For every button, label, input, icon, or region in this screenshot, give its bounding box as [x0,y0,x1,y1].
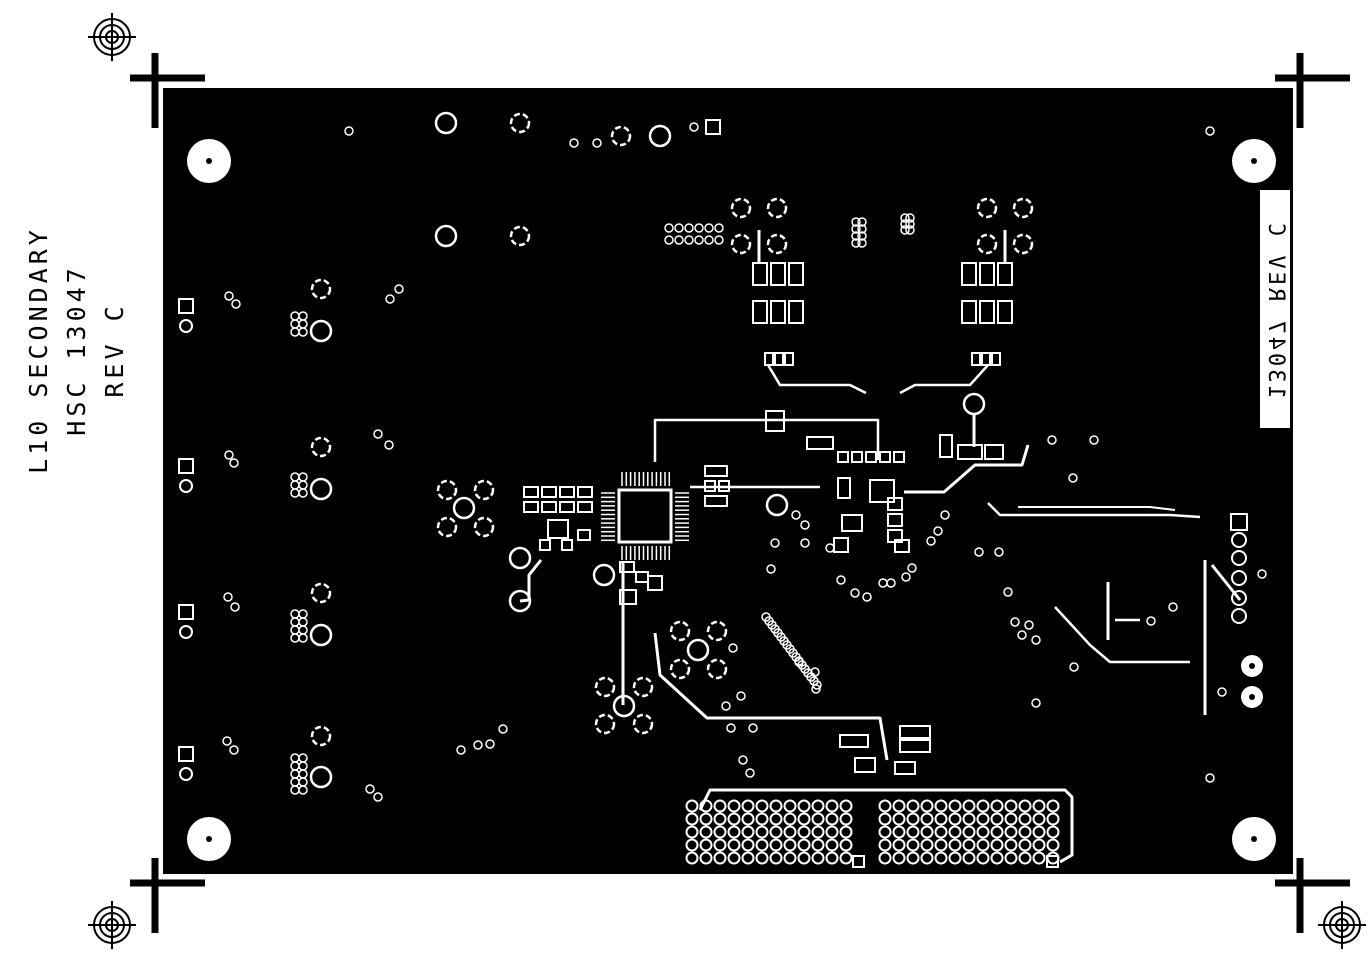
board-title: L10 SECONDARY [20,100,58,600]
registration-target [88,901,136,949]
mirrored-edge-label-text: 13047 REV C [1260,220,1290,399]
mirrored-edge-label: 13047 REV C [1260,190,1290,428]
board-title-block: L10 SECONDARY HSC 13047 REV C [20,100,140,600]
board-part-number: HSC 13047 [58,100,96,600]
registration-target [88,13,136,61]
registration-target [1318,901,1366,949]
board-revision: REV C [96,100,134,600]
